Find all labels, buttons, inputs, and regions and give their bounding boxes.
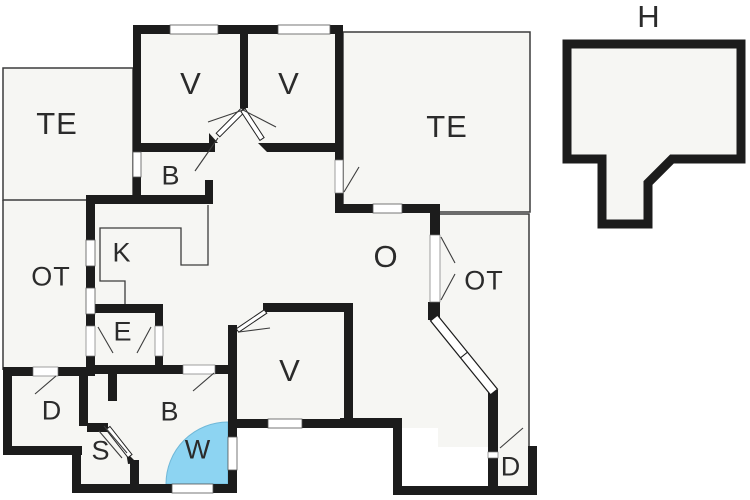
covered-terrace-right-outline — [438, 213, 530, 447]
glazed-diagonal-wall — [429, 314, 499, 396]
shower-arc — [165, 421, 229, 485]
windows — [85, 24, 403, 494]
walls — [3, 25, 537, 495]
door-swing-lines — [34, 109, 524, 459]
door-openings — [32, 159, 499, 459]
kitchen-zone-outline — [99, 205, 209, 308]
outbuilding-outline — [562, 39, 746, 229]
